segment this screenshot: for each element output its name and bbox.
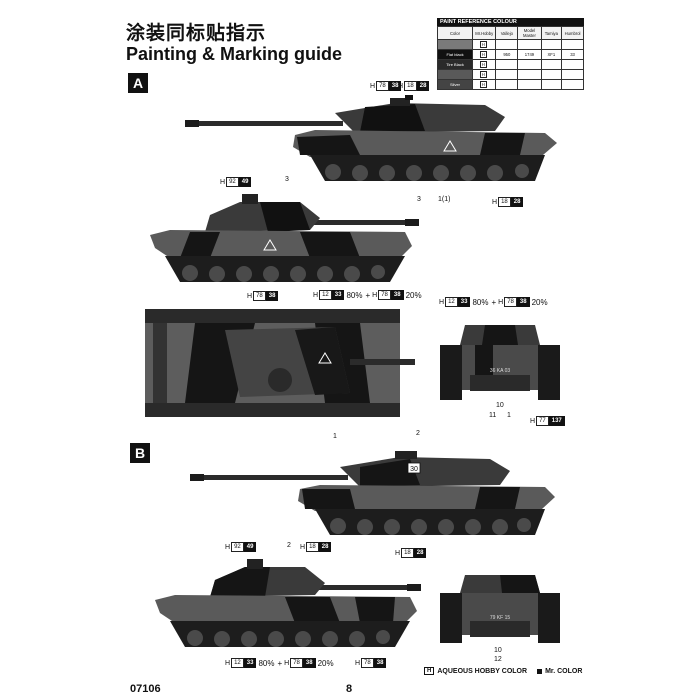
paint-table-caption: PAINT REFERENCE COLOUR	[437, 18, 584, 26]
paint-col-mrhobby: Mr.Hobby	[472, 26, 497, 40]
page-number: 8	[346, 683, 353, 695]
tank-b-side-left-view	[155, 559, 421, 647]
num-a-front-11: 11	[489, 412, 497, 419]
num-b-front-12: 12	[494, 656, 502, 663]
a-front-plate: 36 KA 03	[490, 368, 511, 374]
paint-color-swatch	[436, 69, 474, 80]
paint-vallejo-cell	[495, 79, 519, 90]
tank-b-side-right-view: 30	[190, 451, 555, 535]
paint-vallejo-cell: 950	[495, 49, 519, 60]
paint-mrhobby-cell: H	[472, 59, 497, 70]
num-b-left-2: 2	[287, 542, 291, 549]
paint-color-swatch: Silver	[436, 79, 474, 90]
section-a-label: A	[128, 73, 148, 93]
num-b-side-2: 2	[416, 430, 420, 437]
paint-humbrol-cell	[561, 69, 584, 80]
legend: H AQUEOUS HOBBY COLOR Mr. COLOR	[424, 667, 582, 675]
num-b-front-10: 10	[494, 647, 502, 654]
paint-tamiya-cell	[540, 79, 563, 90]
num-a-side-3: 3	[285, 176, 289, 183]
b-turret-number: 30	[410, 466, 418, 473]
paint-tamiya-cell	[540, 39, 563, 50]
tank-a-front-view: 36 KA 03	[440, 325, 560, 400]
tank-a-side-right-view	[185, 95, 557, 181]
paint-col-modelmaster: Model Master	[517, 26, 542, 40]
paint-vallejo-cell	[495, 69, 519, 80]
legend-hobby-icon: H	[424, 667, 435, 675]
num-a-top-1-1: 1(1)	[438, 196, 451, 203]
tank-a-side-left-view	[150, 194, 419, 282]
paint-color-swatch: Tire Black	[436, 59, 474, 70]
paint-row: H	[436, 69, 584, 80]
paint-mrhobby-cell: H	[472, 79, 497, 90]
legend-hobby-label: AQUEOUS HOBBY COLOR	[437, 667, 528, 675]
num-a-plan-1: 1	[333, 433, 337, 440]
paint-humbrol-cell: 33	[561, 49, 584, 60]
paint-tamiya-cell: XF1	[540, 49, 563, 60]
paint-col-humbrol: Humbrol	[561, 26, 584, 40]
paint-table-header-row: Color Mr.Hobby Vallejo Model Master Tami…	[436, 26, 584, 40]
b-front-plate: 79 KF 15	[490, 615, 511, 621]
paint-row: H	[436, 39, 584, 50]
product-code: 07106	[130, 683, 161, 695]
paint-modelmaster-cell	[517, 69, 542, 80]
paint-vallejo-cell	[495, 59, 519, 70]
legend-mr-color-icon	[537, 668, 543, 674]
num-a-front-10: 10	[496, 402, 504, 409]
num-a-top-3: 3	[417, 196, 421, 203]
paint-modelmaster-cell	[517, 39, 542, 50]
paint-color-swatch: Flat black	[436, 49, 474, 60]
section-b-label: B	[130, 443, 150, 463]
title-chinese: 涂装同标贴指示	[126, 22, 267, 44]
paint-modelmaster-cell	[517, 79, 542, 90]
paint-col-vallejo: Vallejo	[495, 26, 519, 40]
paint-humbrol-cell	[561, 39, 584, 50]
paint-col-color: Color	[436, 26, 474, 40]
paint-modelmaster-cell: 1749	[517, 49, 542, 60]
paint-tamiya-cell	[540, 59, 563, 70]
paint-mrhobby-cell: H	[472, 39, 497, 50]
paint-mrhobby-cell: H	[472, 49, 497, 60]
paint-tamiya-cell	[540, 69, 563, 80]
tank-b-front-view: 79 KF 15	[440, 575, 560, 643]
paint-humbrol-cell	[561, 79, 584, 90]
legend-mr-color-label: Mr. COLOR	[545, 667, 583, 675]
paint-humbrol-cell	[561, 59, 584, 70]
paint-reference-table: PAINT REFERENCE COLOUR Color Mr.Hobby Va…	[436, 18, 584, 90]
num-a-front-1: 1	[507, 412, 511, 419]
paint-mrhobby-cell: H	[472, 69, 497, 80]
paint-color-swatch	[436, 39, 474, 50]
tank-a-top-plan-view	[145, 309, 415, 417]
paint-vallejo-cell	[495, 39, 519, 50]
paint-col-tamiya: Tamiya	[540, 26, 563, 40]
title-english: Painting & Marking guide	[126, 44, 343, 64]
paint-modelmaster-cell	[517, 59, 542, 70]
